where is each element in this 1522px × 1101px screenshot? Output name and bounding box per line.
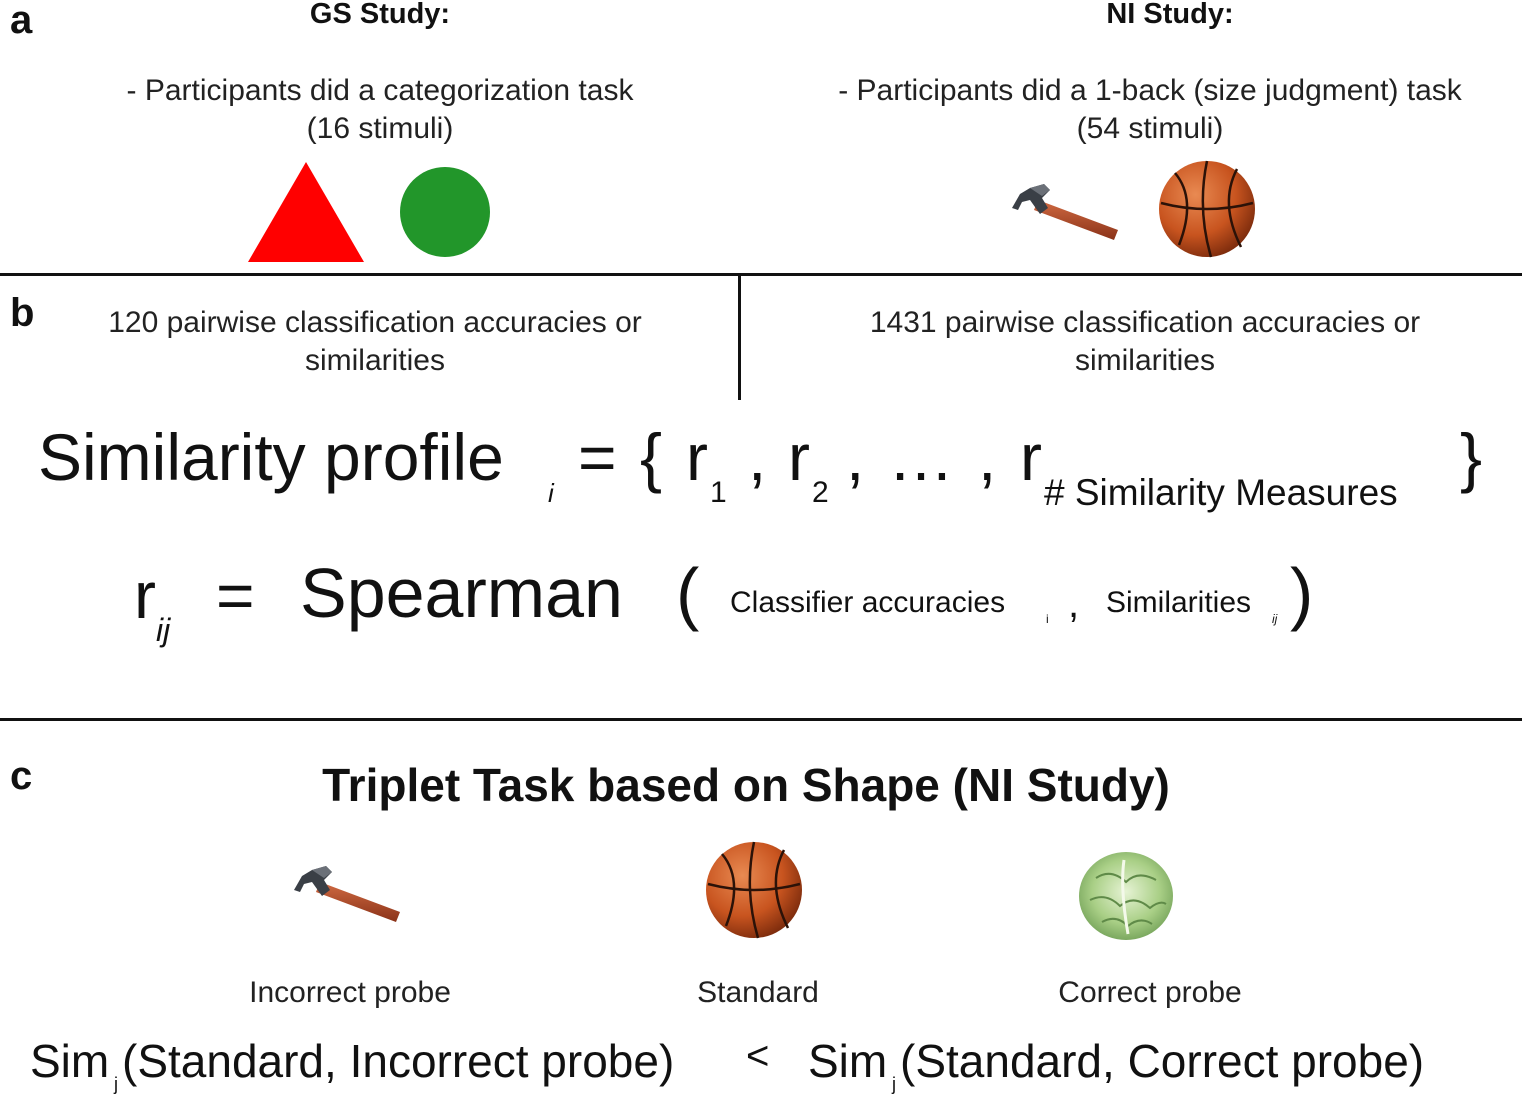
lettuce-icon [1079, 852, 1173, 940]
less-than: < [746, 1034, 770, 1078]
eq-equals: = [578, 420, 617, 494]
hammer-icon [1012, 184, 1118, 240]
divider-a-b [0, 273, 1522, 276]
gs-study-title: GS Study: [309, 0, 451, 30]
eq2-spearman: Spearman [300, 554, 623, 632]
sim-right-sub: j [892, 1074, 896, 1094]
eq2-arg1-sub: i [1046, 612, 1049, 626]
gs-study-stimuli: (16 stimuli) [306, 112, 454, 145]
eq-r1: r [686, 420, 708, 494]
gs-study-description: - Participants did a categorization task… [60, 72, 700, 148]
sim-right-args: (Standard, Correct probe) [900, 1035, 1425, 1087]
ni-pairwise-line1: 1431 pairwise classification accuracies … [869, 306, 1421, 339]
eq-rlast-sub: # Similarity Measures [1044, 472, 1398, 513]
eq-r1-sub: 1 [710, 476, 727, 509]
red-triangle-icon [248, 162, 364, 262]
eq2-arg1: Classifier accuracies [730, 586, 1006, 619]
eq-comma2: , [846, 420, 865, 494]
eq2-comma: , [1068, 582, 1080, 626]
sim-right: Sim [808, 1035, 888, 1087]
eq-comma1: , [748, 420, 767, 494]
eq2-close-paren: ) [1290, 554, 1314, 632]
gs-pairwise-line1: 120 pairwise classification accuracies o… [108, 306, 642, 339]
hammer-icon [294, 866, 400, 922]
panel-label-c: c [10, 754, 33, 798]
eq2-arg2: Similarities [1106, 586, 1252, 619]
ni-pairwise-line2: similarities [1074, 344, 1215, 377]
eq-r2: r [788, 420, 810, 494]
eq-close-brace: } [1460, 420, 1483, 494]
eq2-equals: = [216, 558, 255, 632]
ni-study-stimuli: (54 stimuli) [1076, 112, 1224, 145]
correct-probe-label: Correct probe [1058, 976, 1242, 1009]
divider-b-c [0, 718, 1522, 721]
gs-study-task: - Participants did a categorization task [126, 74, 634, 107]
triplet-task-title: Triplet Task based on Shape (NI Study) [322, 759, 1170, 811]
eq-lhs: Similarity profile [38, 420, 504, 494]
ni-study-description: - Participants did a 1-back (size judgme… [780, 72, 1520, 148]
basketball-icon [1159, 160, 1255, 258]
eq-rlast: r [1020, 420, 1042, 494]
eq-r2-sub: 2 [812, 476, 829, 509]
green-circle-icon [400, 167, 490, 257]
panel-label-b: b [10, 291, 35, 335]
eq2-r-sub: ij [156, 612, 171, 648]
eq-comma3: , [978, 420, 997, 494]
sim-left-args: (Standard, Incorrect probe) [122, 1035, 675, 1087]
eq-open-brace: { [640, 420, 663, 494]
eq2-open-paren: ( [676, 554, 700, 632]
eq2-arg2-sub: ij [1272, 612, 1278, 626]
ni-pairwise-text: 1431 pairwise classification accuracies … [770, 304, 1520, 380]
gs-pairwise-text: 120 pairwise classification accuracies o… [40, 304, 710, 380]
basketball-icon [706, 841, 802, 939]
divider-b-vertical [738, 276, 741, 400]
panel-label-a: a [10, 0, 33, 42]
gs-pairwise-line2: similarities [304, 344, 445, 377]
eq2-r: r [134, 558, 156, 632]
eq-dots: … [888, 420, 954, 494]
eq-lhs-sub: i [548, 478, 554, 508]
sim-left: Sim [30, 1035, 110, 1087]
ni-study-title: NI Study: [1106, 0, 1234, 30]
ni-study-task: - Participants did a 1-back (size judgme… [838, 74, 1462, 107]
standard-label: Standard [697, 976, 819, 1009]
sim-left-sub: j [114, 1074, 118, 1094]
incorrect-probe-label: Incorrect probe [249, 976, 451, 1009]
